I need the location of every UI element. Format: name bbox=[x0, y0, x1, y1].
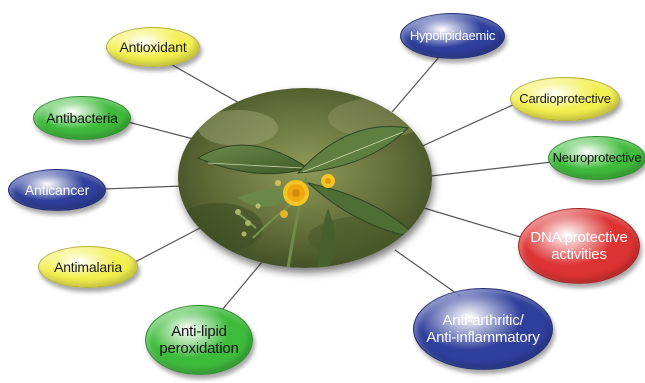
connector-anticancer bbox=[104, 186, 182, 189]
node-dna: DNA protective activities bbox=[518, 208, 640, 284]
connector-antimalaria bbox=[135, 228, 200, 262]
node-arthritic: Anti-arthritic/ Anti-inflammatory bbox=[413, 288, 553, 370]
node-antilipid: Anti-lipid peroxidation bbox=[145, 305, 253, 375]
node-neuro: Neuroprotective bbox=[548, 136, 645, 180]
connector-dna bbox=[424, 208, 524, 238]
node-hypolipidaemic: Hypolipidaemic bbox=[400, 13, 505, 59]
node-anticancer: Anticancer bbox=[8, 169, 106, 211]
connector-antilipid bbox=[222, 262, 262, 310]
connector-hypolipidaemic bbox=[392, 56, 440, 112]
node-label: Anti-lipid peroxidation bbox=[159, 323, 238, 358]
node-label: Neuroprotective bbox=[553, 151, 642, 166]
connector-cardio bbox=[418, 104, 515, 148]
node-antioxidant: Antioxidant bbox=[106, 27, 200, 67]
node-label: Anti-arthritic/ Anti-inflammatory bbox=[426, 312, 539, 347]
node-label: DNA protective activities bbox=[530, 229, 627, 264]
plant-photo bbox=[178, 88, 432, 268]
node-label: Cardioprotective bbox=[519, 92, 610, 107]
connector-neuro bbox=[431, 162, 552, 176]
node-label: Hypolipidaemic bbox=[410, 29, 495, 44]
node-antimalaria: Antimalaria bbox=[38, 246, 138, 288]
connector-arthritic bbox=[395, 250, 460, 296]
node-label: Anticancer bbox=[25, 182, 89, 198]
node-cardio: Cardioprotective bbox=[510, 77, 620, 121]
node-label: Antimalaria bbox=[54, 259, 122, 275]
node-antibacteria: Antibacteria bbox=[33, 96, 131, 140]
node-label: Antibacteria bbox=[46, 110, 118, 126]
node-label: Antioxidant bbox=[119, 39, 186, 55]
